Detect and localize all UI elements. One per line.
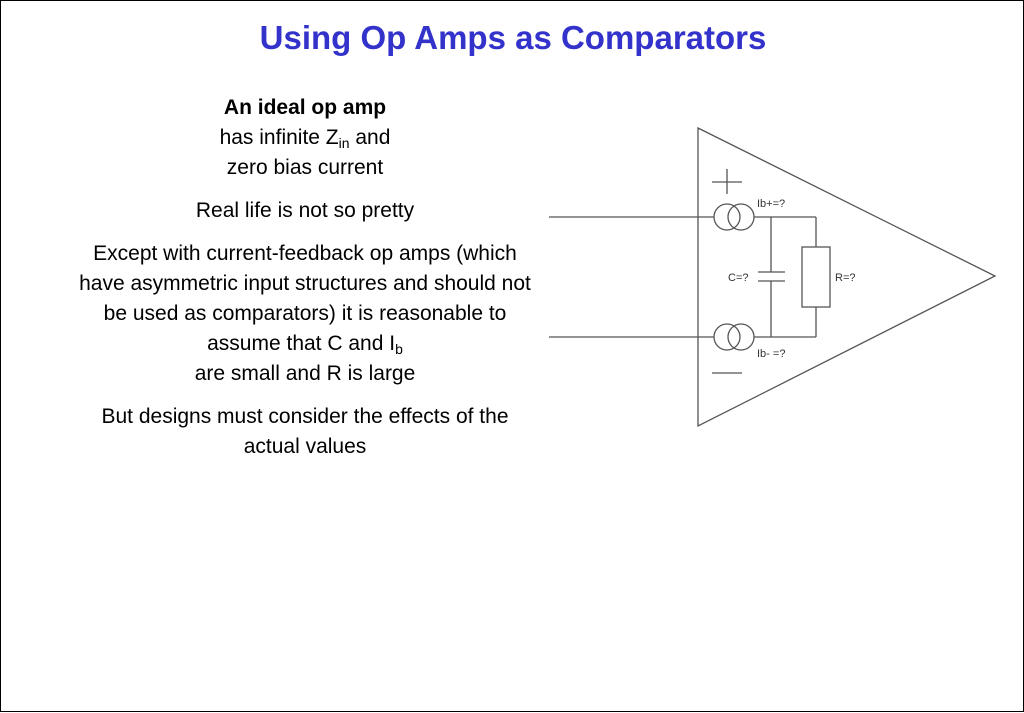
slide-title: Using Op Amps as Comparators: [259, 19, 767, 56]
ib-plus-source-left: [713, 203, 741, 231]
ideal-line2-post: and: [349, 126, 391, 149]
ib-plus-label: Ib+=?: [757, 198, 785, 210]
ideal-line3: zero bias current: [226, 156, 384, 179]
ideal-line2-pre: has infinite Z: [219, 126, 339, 149]
real-life-paragraph: Real life is not so pretty: [195, 199, 415, 222]
ideal-heading: An ideal op amp: [223, 96, 387, 119]
resistor-body: [801, 246, 831, 308]
except-text: Except with current-feedback op amps (wh…: [79, 242, 531, 355]
except-sub: b: [395, 341, 403, 357]
body-text: An ideal op amp has infinite Zin and zer…: [71, 93, 539, 475]
ideal-op-amp-paragraph: An ideal op amp has infinite Zin and zer…: [71, 93, 539, 183]
ib-minus-source-left: [713, 323, 741, 351]
except-end: are small and R is large: [194, 362, 416, 385]
ib-minus-source-right: [727, 323, 755, 351]
but-paragraph: But designs must consider the effects of…: [101, 405, 509, 458]
resistor-label: R=?: [835, 272, 856, 284]
capacitor-label: C=?: [728, 272, 749, 284]
except-paragraph: Except with current-feedback op amps (wh…: [71, 239, 539, 389]
ib-minus-label: Ib- =?: [757, 348, 785, 360]
ideal-line2-sub: in: [338, 135, 350, 151]
ib-plus-source-right: [727, 203, 755, 231]
op-amp-triangle: [697, 126, 997, 428]
